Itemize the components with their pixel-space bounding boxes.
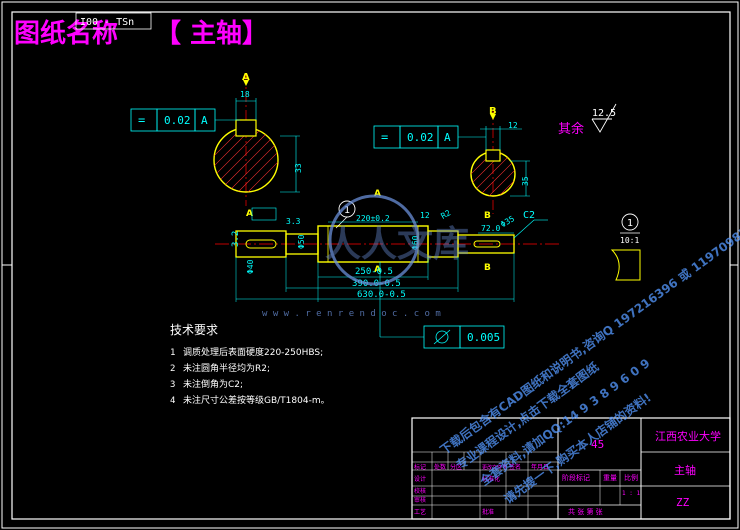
title-block: 45 江西农业大学 主轴 ZZ 阶段标记 重量 比例 1 : 1 共 张 第 张… [411,417,731,520]
tb-header-mark: 标记 [414,463,426,471]
dia-50: Φ50 [297,234,306,249]
watermark-logo-icon [328,194,420,286]
tech-req-num-2: 2 [170,364,175,374]
section-b-dim-width: 12 [508,121,518,130]
dia-60: Φ60 [411,235,420,250]
section-b: B 12 35 = 0.02 A [373,106,530,214]
detail-balloon [621,213,639,231]
watermark-diag-3: 全套资料,请加QQ:14 9 3 8 9 6 0 9 [476,355,652,489]
tb-header-date: 年月日 [531,463,549,471]
tech-req-text-1: 调质处理后表面硬度220-250HBS; [183,346,323,358]
section-b-tol-value: 0.02 [407,131,434,144]
main-shaft-view: A A B B A 1 220±0.2 3.2 Φ40 Φ50 Φ60 12 R… [215,189,641,349]
tb-header-zone: 分区 [450,463,462,471]
cylindricity-icon [435,330,449,344]
section-a-label: A [242,72,250,83]
tb-header-count: 处数 [434,463,446,471]
section-a-tol-value: 0.02 [164,114,191,127]
tb-col-stage: 阶段标记 [562,473,590,482]
dia-35: Φ35 [499,214,516,229]
tb-school: 江西农业大学 [655,429,721,443]
banner-part-name: 【 主轴】 [155,19,268,49]
len-250: 250-0.5 [355,267,393,277]
tb-drawing-no: ZZ [676,496,690,509]
section-a-keyway [235,119,257,137]
section-a-arrow-icon [243,80,249,86]
main-mark-b-top: B [484,211,491,221]
tb-material: 45 [591,438,604,451]
tb-col-scale: 比例 [624,473,638,482]
tb-row-process: 工艺 [414,508,426,516]
tb-row-std: 标准化 [482,475,500,483]
section-a: A 18 33 = 0.02 A [130,72,303,206]
keyway-left [245,239,277,249]
dim-33: 3.3 [286,217,301,226]
section-b-tol-datum: A [444,131,451,144]
tb-row-approve: 批准 [482,508,494,516]
len-630: 630.0-0.5 [357,290,406,300]
chamfer-c2: C2 [523,210,535,221]
section-a-symmetry-icon: = [138,113,145,127]
tech-req-title: 技术要求 [170,323,218,337]
tech-req-num-4: 4 [170,396,175,406]
tb-row-design: 设计 [414,475,426,483]
banner-label: 图纸名称 [14,18,118,49]
section-b-dim-height: 35 [521,176,530,186]
main-mark-a-left: A [246,209,253,219]
tb-header-file: 更改文件号 [482,464,507,471]
circ-tol-value: 0.005 [467,331,500,344]
tb-sheet: 共 张 第 张 [568,507,603,516]
roughness-icon [591,103,617,133]
section-b-label: B [489,106,497,117]
watermark-url: w w w . r e n r e n d o c . c o m [262,309,441,319]
tb-row-review: 审核 [414,496,426,504]
tech-req-text-3: 未注倒角为C2; [183,378,243,390]
tb-col-weight: 重量 [603,474,617,482]
surface-rest-text: 其余 [558,121,584,137]
tb-part-name: 主轴 [674,463,696,477]
detail-balloon-text: 1 [627,218,633,229]
keyway-right [473,240,501,248]
dim-220: 220±0.2 [356,214,390,223]
tech-req-num-3: 3 [170,380,175,390]
tech-req-text-4: 未注尺寸公差按等级GB/T1804-m。 [183,394,330,406]
tb-row-check: 校核 [414,487,426,495]
main-mark-a-bottom: A [374,265,381,275]
tech-req-text-2: 未注圆角半径均为R2; [183,362,270,374]
top-tag: I00 - TSn [80,17,134,28]
dim-r2: R2 [439,208,452,221]
section-b-symmetry-icon: = [381,130,388,144]
section-a-dim-height: 33 [294,163,303,173]
main-mark-b-bottom: B [484,263,491,273]
tb-header-sign: 签名 [509,463,521,471]
datum-a-box [251,207,277,221]
balloon-1-text: 1 [344,205,350,216]
watermark-logo-text: 人人文库 [325,224,469,265]
inner-frame [11,11,731,520]
tb-scale-value: 1 : 1 [622,490,640,497]
left-chamfer: 3.2 [231,231,241,247]
tech-req-num-1: 1 [170,348,175,358]
dim-12: 12 [420,211,430,220]
section-a-tol-datum: A [201,114,208,127]
watermark: 人人文库 w w w . r e n r e n d o c . c o m 下… [262,194,740,506]
top-tag-box [75,12,152,30]
shaft-step-right [457,234,515,254]
detail-scale: 10:1 [620,236,639,245]
surface-rest-roughness: 12.5 [592,108,616,119]
section-b-arrow-icon [490,114,496,120]
section-b-keyway [485,149,501,162]
detail-view-outline [610,249,641,281]
dia-40: Φ40 [246,259,255,274]
section-a-dim-width: 18 [240,90,250,99]
main-mark-a-top: A [374,189,381,199]
dim-72: 72.0 [481,224,500,233]
